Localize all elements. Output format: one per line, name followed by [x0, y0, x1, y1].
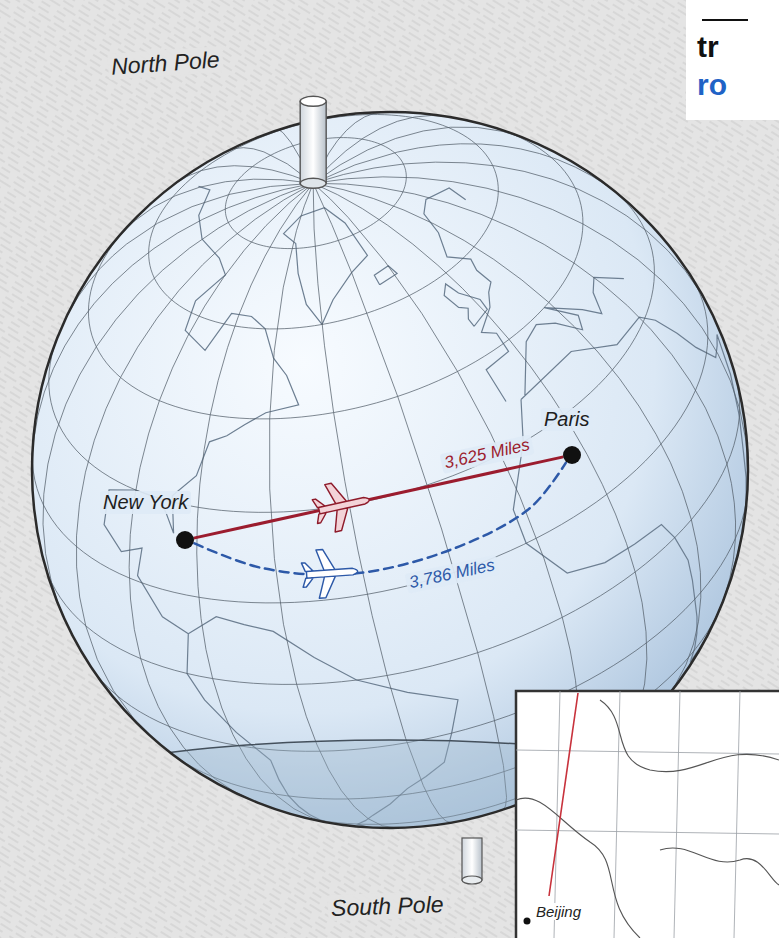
airplane-icon — [301, 547, 360, 599]
airplane-icon — [310, 476, 375, 535]
underline — [702, 19, 748, 21]
heading-fragment: ro — [697, 68, 727, 103]
heading-fragment: tr — [697, 30, 719, 65]
flight-route — [194, 463, 565, 575]
city-dot: New York — [176, 531, 194, 549]
city-label: Beijing — [533, 903, 584, 920]
text-panel — [686, 0, 779, 120]
pole-label: South Pole — [328, 891, 447, 922]
city-name: New York — [100, 491, 191, 514]
distance-label: 3,625 Miles — [440, 434, 535, 473]
south-axis — [462, 838, 482, 884]
distance-label: 3,786 Miles — [405, 555, 500, 593]
city-name: Paris — [541, 408, 593, 431]
pole-label: North Pole — [107, 46, 223, 80]
polar-axis — [300, 96, 326, 188]
city-dot: Paris — [563, 446, 581, 464]
flight-route — [195, 457, 562, 538]
inset-map — [516, 691, 779, 938]
